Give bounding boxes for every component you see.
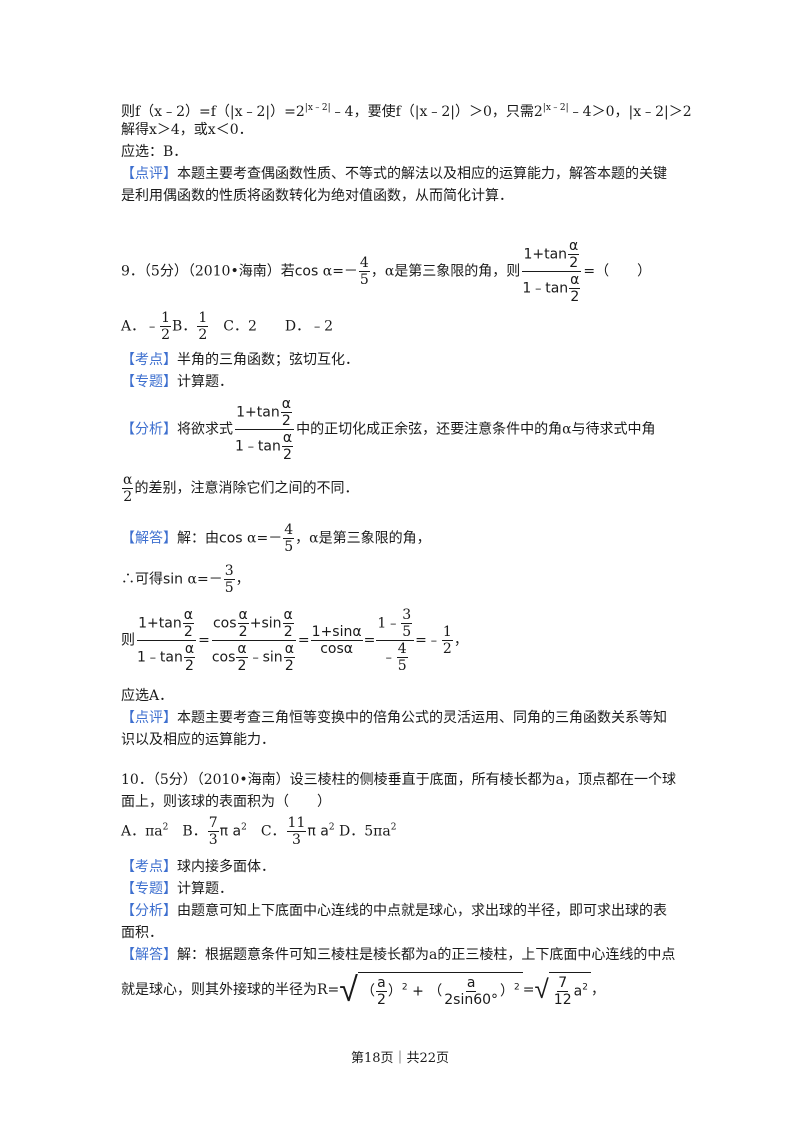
- q9-answer: 应选A．: [121, 688, 174, 704]
- line-2: 解得x＞4，或x＜0．: [121, 122, 253, 138]
- q9-zhuanti: 【专题】计算题．: [121, 374, 233, 390]
- page-footer: 第18页｜共22页: [350, 1051, 450, 1066]
- q10-fenxi-2: 面积．: [121, 925, 163, 941]
- q10-fenxi-1: 【分析】由题意可知上下底面中心连线的中点就是球心，求出球的半径，即可求出球的表: [121, 903, 667, 919]
- q9-dianping-2: 识以及相应的运算能力．: [121, 732, 275, 748]
- q9-dianping-1: 【点评】本题主要考查三角恒等变换中的倍角公式的灵活运用、同角的三角函数关系等知: [121, 710, 667, 726]
- line-3: 应选：B．: [121, 144, 188, 160]
- q9-kaodian: 【考点】半角的三角函数；弦切互化．: [121, 352, 359, 368]
- comment-1: 【点评】本题主要考查偶函数性质、不等式的解法以及相应的运算能力，解答本题的关键: [121, 166, 667, 182]
- comment-tag: 【点评】: [121, 166, 177, 182]
- line-1: 则f（x﹣2）=f（|x﹣2|）=2|x﹣2|﹣4，要使f（|x﹣2|）＞0，只…: [121, 103, 692, 120]
- q10-question-2: 面上，则该球的表面积为（ ）: [121, 794, 331, 810]
- comment-2: 是利用偶函数的性质将函数转化为绝对值函数，从而简化计算．: [121, 188, 513, 204]
- q10-zhuanti: 【专题】计算题．: [121, 881, 233, 897]
- sqrt-sign: √: [339, 970, 358, 1011]
- q10-question-1: 10．（5分）（2010•海南）设三棱柱的侧棱垂直于底面，所有棱长都为a，顶点都…: [121, 772, 676, 788]
- q10-jieda-1: 【解答】解：根据题意条件可知三棱柱是棱长都为a的正三棱柱，上下底面中心连线的中点: [121, 947, 676, 963]
- q10-kaodian: 【考点】球内接多面体．: [121, 859, 275, 875]
